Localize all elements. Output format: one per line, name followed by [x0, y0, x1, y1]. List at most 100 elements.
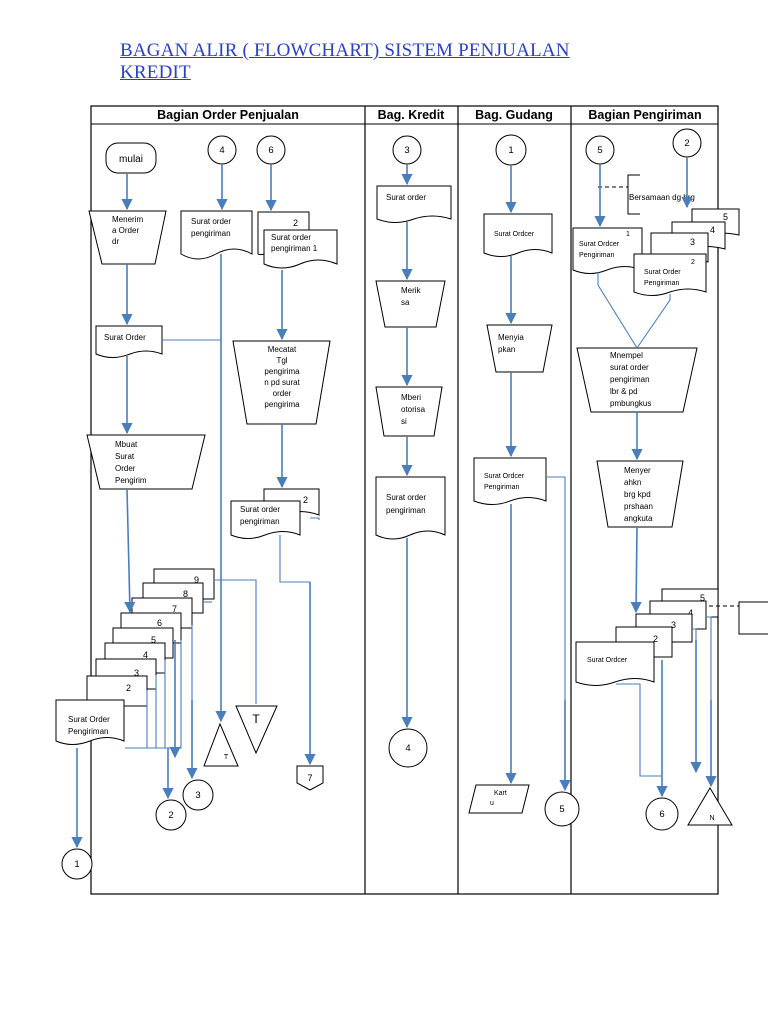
lane-header-order: Bagian Order Penjualan	[157, 108, 299, 122]
svg-text:n pd surat: n pd surat	[264, 378, 300, 387]
connector-2-pengiriman: 2	[672, 128, 702, 158]
connector-4-kredit: 4	[388, 728, 428, 768]
kartu-card: Kart u	[468, 784, 530, 814]
svg-text:pengirima: pengirima	[264, 400, 300, 409]
svg-text:2: 2	[653, 634, 658, 644]
svg-text:sa: sa	[401, 298, 410, 307]
svg-text:pengirima: pengirima	[264, 367, 300, 376]
offpage-connector-7: 7	[296, 765, 324, 791]
svg-text:Surat order: Surat order	[191, 217, 231, 226]
connector-3-kredit: 3	[392, 135, 422, 165]
svg-text:5: 5	[559, 804, 564, 815]
svg-text:6: 6	[157, 618, 162, 628]
svg-text:4: 4	[219, 145, 224, 156]
svg-text:2: 2	[684, 138, 689, 149]
svg-text:2: 2	[126, 683, 131, 693]
file-N: N	[687, 787, 733, 826]
svg-text:si: si	[401, 417, 407, 426]
svg-text:Menyer: Menyer	[624, 466, 651, 475]
manual-op-menyiapkan: Menyia pkan	[486, 324, 553, 373]
lane-header-kredit: Bag. Kredit	[378, 108, 446, 122]
svg-text:Mecatat: Mecatat	[268, 345, 297, 354]
svg-text:4: 4	[710, 225, 715, 235]
svg-text:5: 5	[597, 145, 602, 156]
connector-6-top: 6	[256, 135, 286, 165]
svg-text:Pengiriman: Pengiriman	[644, 280, 680, 287]
svg-text:Kart: Kart	[494, 790, 507, 797]
svg-text:Pengiriman: Pengiriman	[68, 727, 108, 736]
svg-text:6: 6	[659, 809, 664, 820]
doc-sop-gudang: Surat Ordcer Pengiriman	[473, 457, 547, 505]
svg-text:Surat order: Surat order	[240, 505, 280, 514]
connector-2-bottom: 2	[155, 799, 187, 831]
svg-text:7: 7	[172, 604, 177, 614]
svg-text:Surat Ordcer: Surat Ordcer	[587, 657, 628, 664]
svg-text:Surat Ordcer: Surat Ordcer	[494, 231, 535, 238]
svg-text:Surat order: Surat order	[386, 193, 426, 202]
manual-op-membuat: Mbuat Surat Order Pengirim	[86, 434, 206, 490]
doc-stack-9-copies: 9 8 7 6 5 4 3 2 Surat Order Pengiriman	[55, 568, 215, 745]
svg-text:Tgl: Tgl	[276, 356, 287, 365]
svg-text:surat order: surat order	[610, 363, 649, 372]
svg-text:u: u	[490, 800, 494, 807]
svg-text:Menyia: Menyia	[498, 333, 524, 342]
svg-text:Surat Ordcer: Surat Ordcer	[484, 473, 525, 480]
svg-text:Mbuat: Mbuat	[115, 440, 138, 449]
svg-text:Surat Ordcer: Surat Ordcer	[579, 241, 620, 248]
flow-lines-pengiriman	[594, 157, 717, 798]
svg-text:angkuta: angkuta	[624, 514, 653, 523]
svg-text:4: 4	[143, 650, 148, 660]
svg-text:pmbungkus: pmbungkus	[610, 399, 651, 408]
svg-text:1: 1	[626, 231, 630, 238]
svg-text:6: 6	[268, 145, 273, 156]
svg-text:3: 3	[195, 790, 200, 801]
file-T-large: T	[235, 705, 278, 755]
svg-text:pengiriman: pengiriman	[240, 517, 280, 526]
doc-stack-surat-order-pengiriman-2: 2 Surat order pengiriman	[230, 488, 320, 539]
svg-text:Mberi: Mberi	[401, 393, 421, 402]
svg-text:3: 3	[671, 620, 676, 630]
page-title: BAGAN ALIR ( FLOWCHART) SISTEM PENJUALAN…	[120, 40, 570, 83]
svg-text:2: 2	[303, 495, 308, 505]
annotation-bersamaan: Bersamaan dg brg	[598, 174, 695, 215]
svg-text:pkan: pkan	[498, 345, 515, 354]
connector-5-pengiriman: 5	[585, 135, 615, 165]
lane-header-pengiriman: Bagian Pengiriman	[588, 108, 701, 122]
svg-text:9: 9	[194, 575, 199, 585]
svg-text:Mnempel: Mnempel	[610, 351, 643, 360]
svg-text:otorisa: otorisa	[401, 405, 426, 414]
flow-lines-gudang	[505, 165, 571, 792]
swimlane-frame	[90, 105, 719, 895]
svg-text:2: 2	[168, 810, 173, 821]
svg-text:5: 5	[723, 212, 728, 222]
doc-surat-order-kredit: Surat order	[376, 185, 452, 223]
doc-surat-order: Surat Order	[95, 325, 163, 358]
svg-text:1: 1	[74, 859, 79, 870]
svg-text:pengiriman: pengiriman	[610, 375, 650, 384]
svg-text:prshaan: prshaan	[624, 502, 653, 511]
svg-text:brg kpd: brg kpd	[624, 490, 651, 499]
svg-text:Pengiriman: Pengiriman	[484, 484, 520, 491]
svg-text:Pengirim: Pengirim	[115, 476, 147, 485]
doc-surat-ordcer-gudang: Surat Ordcer	[483, 213, 553, 257]
svg-text:N: N	[709, 815, 714, 822]
menerima-line-3: dr	[112, 237, 119, 246]
svg-text:3: 3	[134, 668, 139, 678]
doc-stack-5-pengiriman-top: 5 4 3 1 Surat Ordcer Pengiriman 2 Surat …	[572, 208, 740, 296]
connector-3-bottom: 3	[182, 779, 214, 811]
svg-text:5: 5	[151, 635, 156, 645]
svg-text:Surat order: Surat order	[386, 493, 426, 502]
doc-sop-kredit: Surat order pengiriman	[375, 476, 446, 540]
svg-text:4: 4	[405, 743, 410, 754]
svg-text:pengiriman: pengiriman	[191, 229, 231, 238]
svg-text:4: 4	[688, 608, 693, 618]
doc-stack-surat-order-pengiriman-1: 2 Surat order pengiriman 1	[257, 211, 338, 269]
svg-text:Bersamaan dg brg: Bersamaan dg brg	[629, 193, 695, 202]
svg-text:Order: Order	[115, 464, 136, 473]
svg-text:T: T	[252, 712, 260, 726]
svg-text:ahkn: ahkn	[624, 478, 641, 487]
lane-header-gudang: Bag. Gudang	[475, 108, 553, 122]
svg-text:pengiriman: pengiriman	[386, 506, 426, 515]
manual-input-menerima-order: Menerim a Order dr	[88, 210, 167, 265]
